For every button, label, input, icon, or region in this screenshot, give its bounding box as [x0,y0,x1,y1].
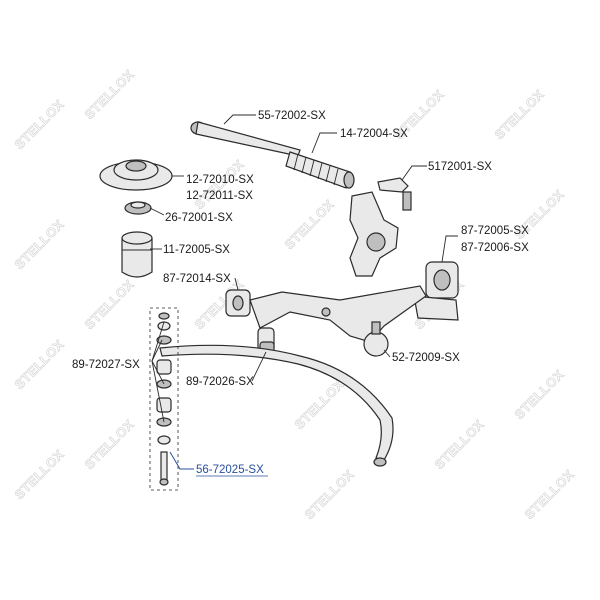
watermark-stellox: STELLOX [492,87,547,142]
watermark-stellox: STELLOX [282,197,337,252]
watermark-stellox: STELLOX [82,67,137,122]
label-12-72010-sx: 12-72010-SX [186,174,254,186]
label-26-72001-sx: 26-72001-SX [165,212,233,224]
watermark-stellox: STELLOX [12,447,67,502]
label-12-72011-sx: 12-72011-SX [186,190,253,202]
label-11-72005-sx: 11-72005-SX [163,244,230,256]
leader-lines [149,114,458,470]
strut-bearing-drawing [124,201,152,215]
label-14-72004-sx: 14-72004-SX [340,128,408,140]
tie-rod-end-drawing [377,177,412,211]
label-5172001-sx: 5172001-SX [428,161,492,173]
bump-stop-drawing [121,231,153,278]
watermark-stellox: STELLOX [12,97,67,152]
stabilizer-link-drawing [149,307,179,491]
watermark-stellox: STELLOX [12,337,67,392]
watermark-stellox: STELLOX [292,377,347,432]
ball-joint-drawing [363,321,389,357]
arm-bushing-left-drawing [225,289,251,317]
label-55-72002-sx: 55-72002-SX [258,110,326,122]
watermark-stellox: STELLOX [82,417,137,472]
arm-bushing-right-drawing [413,261,459,321]
watermark-stellox: STELLOX [512,367,567,422]
steering-boot-drawing [285,151,355,189]
label-89-72026-sx: 89-72026-SX [186,376,254,388]
label-89-72027-sx: 89-72027-SX [72,359,140,371]
watermark-stellox: STELLOX [432,417,487,472]
lower-arm-drawing [249,285,427,343]
strut-mount-drawing [99,159,173,191]
tie-rod-drawing [190,121,301,157]
watermark-stellox: STELLOX [522,467,577,522]
label-87-72014-sx: 87-72014-SX [163,273,231,285]
label-87-72006-sx: 87-72006-SX [461,242,529,254]
label-56-72025-sx: 56-72025-SX [196,464,264,476]
label-52-72009-sx: 52-72009-SX [392,352,460,364]
watermark-stellox: STELLOX [302,467,357,522]
stabilizer-bar-drawing [159,344,394,467]
watermark-stellox: STELLOX [82,277,137,332]
part-labels: 55-72002-SX 14-72004-SX 12-72010-SX 12-7… [72,110,529,477]
knuckle-drawing [349,191,399,277]
label-87-72005-sx: 87-72005-SX [461,225,529,237]
watermark-stellox: STELLOX [12,217,67,272]
